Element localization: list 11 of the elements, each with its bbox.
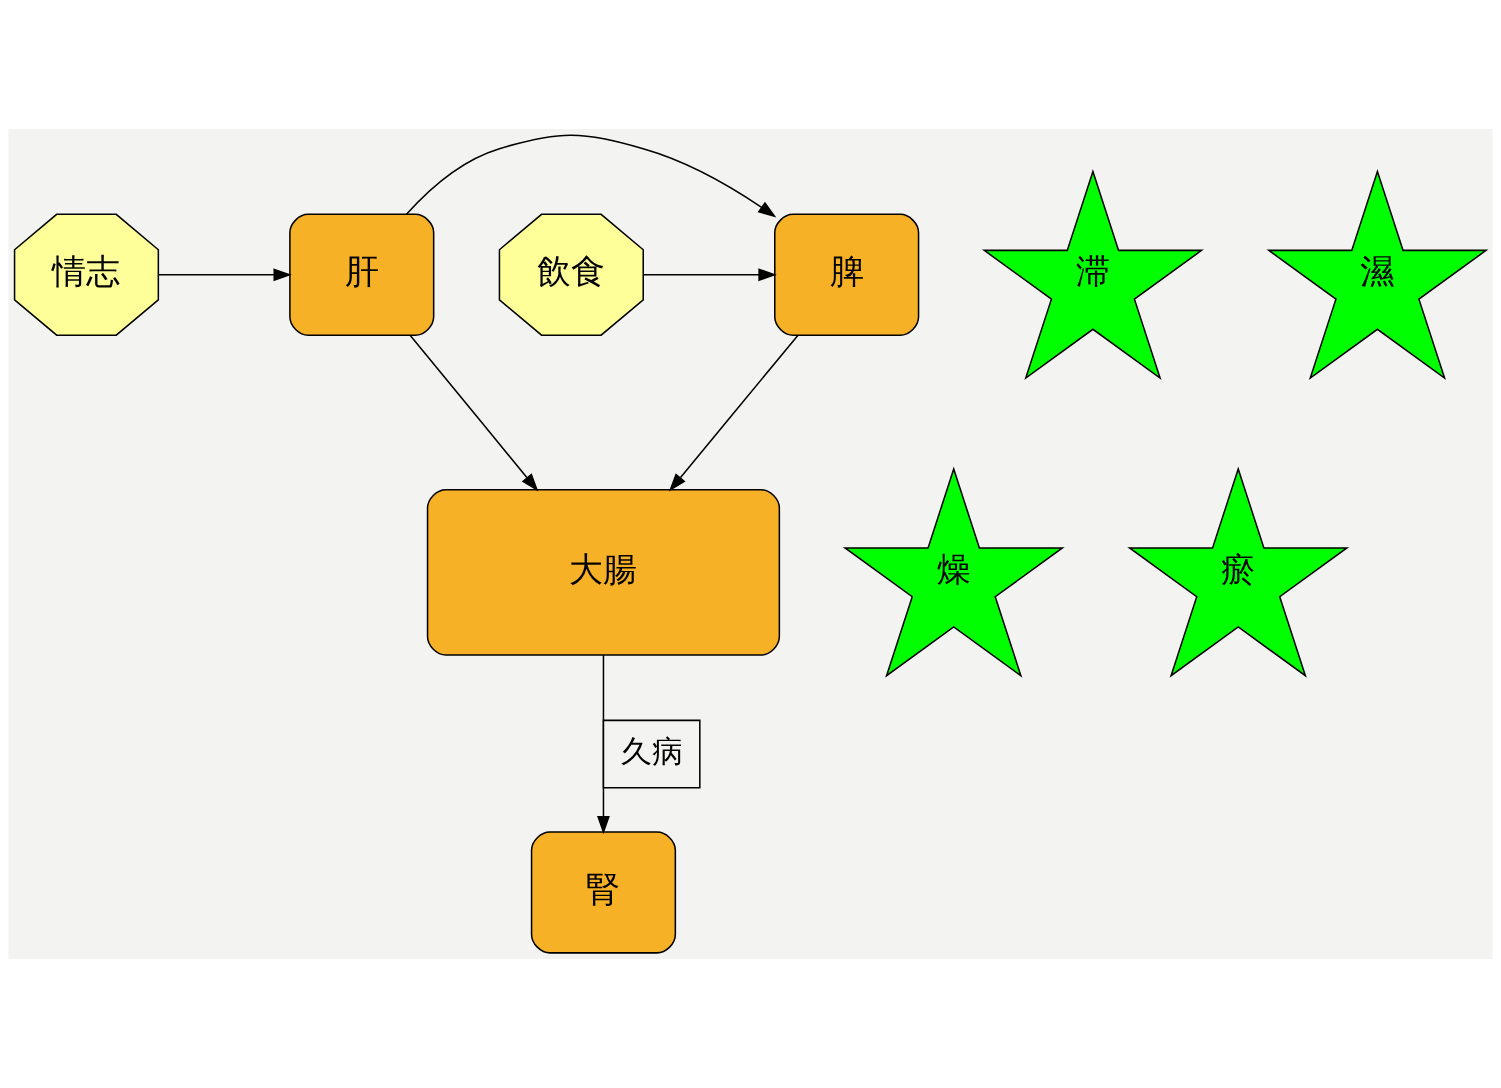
arrow	[405, 134, 777, 218]
node-box: 肝	[289, 213, 435, 336]
edge-label: 久病	[621, 733, 684, 769]
node-box: 大腸	[426, 489, 781, 656]
node-box: 脾	[774, 213, 920, 336]
arrow	[409, 334, 539, 492]
arrow	[668, 334, 799, 492]
arrow	[642, 268, 777, 282]
node-box: 腎	[530, 831, 677, 954]
arrow	[157, 268, 292, 282]
arrow	[597, 654, 610, 835]
